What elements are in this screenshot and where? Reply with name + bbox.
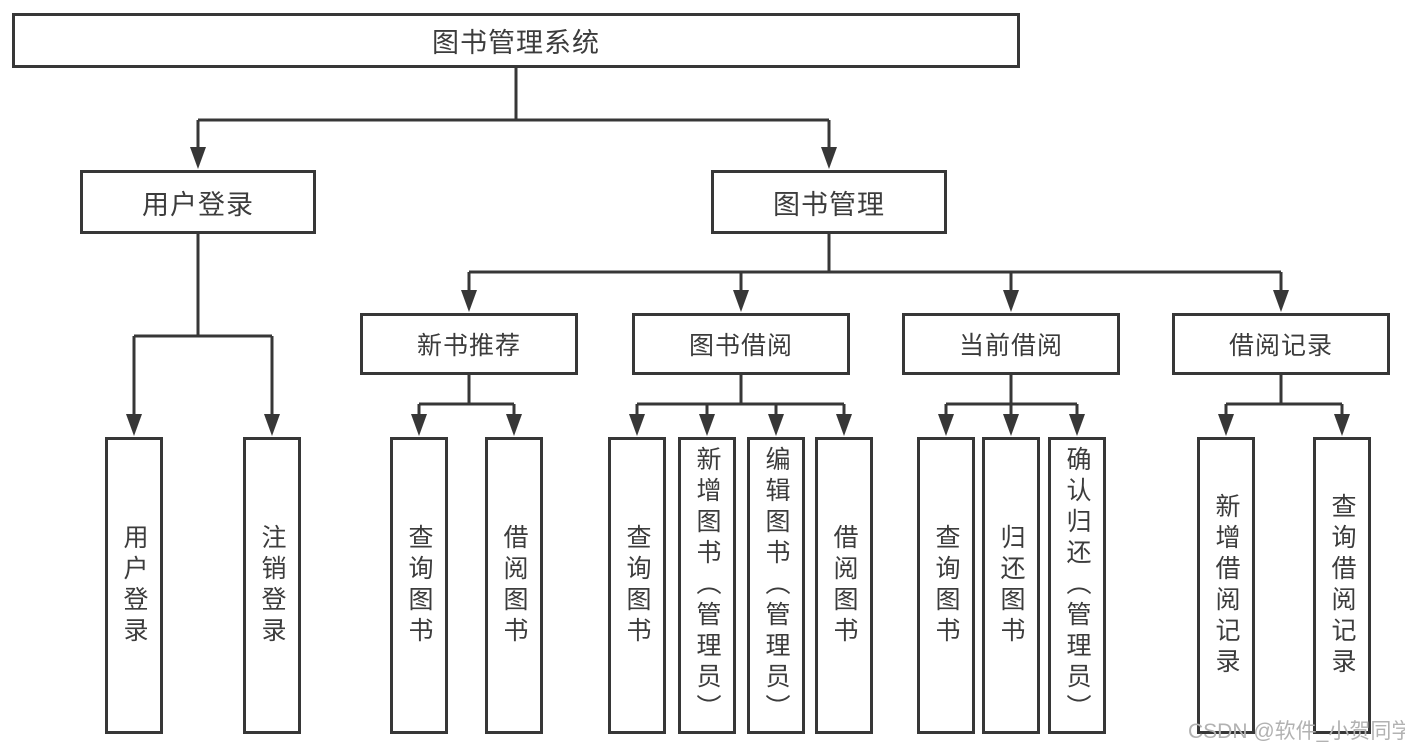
- node-book-management: 图书管理: [711, 170, 947, 234]
- connector-book-management: [467, 234, 1283, 293]
- node-book-borrow: 图书借阅: [632, 313, 850, 375]
- leaf-label: 确认归还（管理员）: [1063, 446, 1091, 725]
- connector-root: [196, 68, 831, 150]
- arrowheads: [126, 147, 1350, 436]
- leaf-query-books-3: 查询图书: [917, 437, 975, 734]
- leaf-logout: 注销登录: [243, 437, 301, 734]
- leaf-label: 查询图书: [405, 523, 433, 648]
- leaf-query-borrow-record: 查询借阅记录: [1313, 437, 1371, 734]
- leaf-label: 归还图书: [997, 523, 1025, 648]
- arrow-icon: [190, 147, 206, 169]
- arrow-icon: [699, 414, 715, 436]
- watermark: CSDN @软件_小贺同学: [1188, 720, 1405, 743]
- leaf-confirm-return-admin: 确认归还（管理员）: [1048, 437, 1106, 734]
- leaf-label: 查询图书: [932, 523, 960, 648]
- leaf-add-borrow-record: 新增借阅记录: [1197, 437, 1255, 734]
- arrow-icon: [1334, 414, 1350, 436]
- arrow-icon: [938, 414, 954, 436]
- leaf-label: 借阅图书: [500, 523, 528, 648]
- arrow-icon: [264, 414, 280, 436]
- leaf-label: 查询图书: [623, 523, 651, 648]
- arrow-icon: [1069, 414, 1085, 436]
- leaf-label: 注销登录: [258, 523, 286, 648]
- leaf-label: 编辑图书（管理员）: [762, 446, 790, 725]
- node-root: 图书管理系统: [12, 13, 1020, 68]
- leaf-borrow-books-2: 借阅图书: [815, 437, 873, 734]
- connector-borrow-records: [1224, 375, 1344, 418]
- node-user-login: 用户登录: [80, 170, 316, 234]
- node-current-borrow: 当前借阅: [902, 313, 1120, 375]
- arrow-icon: [1003, 290, 1019, 312]
- leaf-query-books-1: 查询图书: [390, 437, 448, 734]
- leaf-add-books-admin: 新增图书（管理员）: [678, 437, 736, 734]
- arrow-icon: [821, 147, 837, 169]
- leaf-return-books: 归还图书: [982, 437, 1040, 734]
- connector-new-book: [417, 375, 516, 418]
- arrow-icon: [1003, 414, 1019, 436]
- connector-book-borrow: [635, 375, 846, 418]
- leaf-label: 查询借阅记录: [1328, 492, 1356, 679]
- arrow-icon: [1218, 414, 1234, 436]
- connector-current-borrow: [944, 375, 1079, 418]
- connector-user-login: [132, 234, 274, 418]
- arrow-icon: [1273, 290, 1289, 312]
- leaf-label: 用户登录: [120, 523, 148, 648]
- leaf-edit-books-admin: 编辑图书（管理员）: [747, 437, 805, 734]
- leaf-borrow-books-1: 借阅图书: [485, 437, 543, 734]
- arrow-icon: [629, 414, 645, 436]
- node-borrow-records: 借阅记录: [1172, 313, 1390, 375]
- node-new-book-recommend: 新书推荐: [360, 313, 578, 375]
- arrow-icon: [733, 290, 749, 312]
- arrow-icon: [411, 414, 427, 436]
- arrow-icon: [768, 414, 784, 436]
- leaf-query-books-2: 查询图书: [608, 437, 666, 734]
- leaf-label: 借阅图书: [830, 523, 858, 648]
- arrow-icon: [126, 414, 142, 436]
- arrow-icon: [461, 290, 477, 312]
- arrow-icon: [836, 414, 852, 436]
- leaf-label: 新增借阅记录: [1212, 492, 1240, 679]
- leaf-user-login: 用户登录: [105, 437, 163, 734]
- leaf-label: 新增图书（管理员）: [693, 446, 721, 725]
- arrow-icon: [506, 414, 522, 436]
